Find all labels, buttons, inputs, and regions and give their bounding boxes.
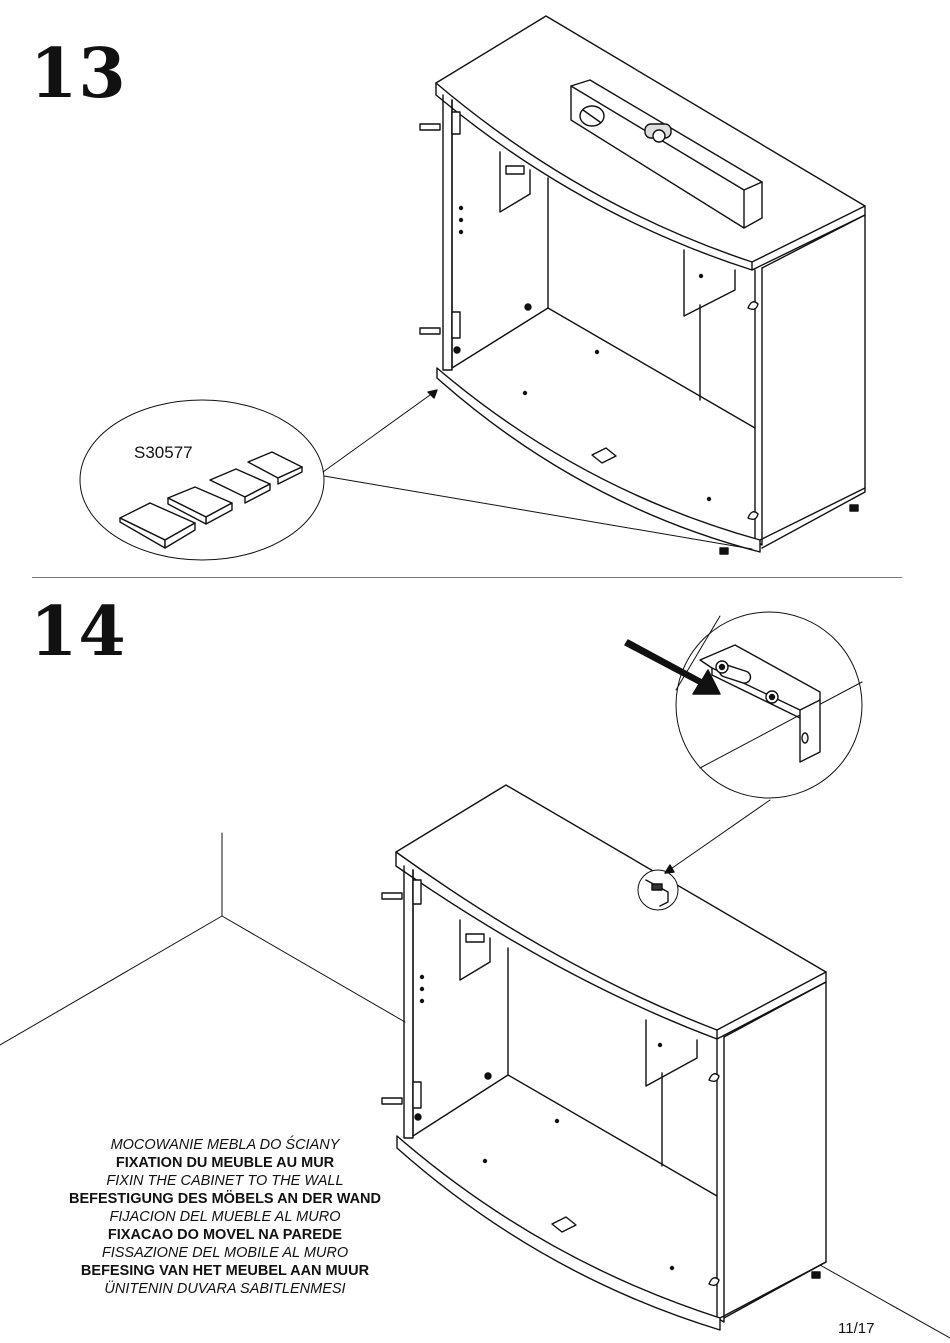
cabinet-step-13	[419, 15, 866, 555]
wall-corner	[0, 832, 950, 1339]
bracket-callout	[664, 611, 863, 874]
caption-line-es: FIJACION DEL MUEBLE AL MURO	[109, 1209, 341, 1225]
caption-line-it: FISSAZIONE DEL MOBILE AL MURO	[101, 1245, 349, 1261]
caption-line-de: BEFESTIGUNG DES MÖBELS AN DER WAND	[68, 1191, 382, 1207]
caption-line-fr: FIXATION DU MEUBLE AU MUR	[115, 1155, 335, 1171]
part-code-label: S30577	[134, 443, 193, 462]
caption-line-pt: FIXACAO DO MOVEL NA PAREDE	[107, 1227, 343, 1243]
step-14-number: 14	[30, 592, 127, 672]
cabinet-step-14	[381, 784, 827, 1331]
spirit-level-icon	[570, 79, 763, 229]
step-13-number: 13	[30, 34, 127, 114]
caption-block: MOCOWANIE MEBLA DO ŚCIANY FIXATION DU ME…	[20, 1136, 430, 1298]
wedge-callout	[79, 389, 753, 561]
page-number: 11/17	[838, 1320, 875, 1337]
wedge-shim-icon	[119, 451, 303, 549]
caption-line-tr: ÜNITENIN DUVARA SABITLENMESI	[104, 1281, 346, 1297]
section-divider	[32, 577, 902, 578]
wall-bracket-icon	[699, 644, 821, 763]
caption-line-pl: MOCOWANIE MEBLA DO ŚCIANY	[110, 1137, 340, 1153]
caption-line-nl: BEFESING VAN HET MEUBEL AAN MUUR	[80, 1263, 370, 1279]
arrow-icon	[624, 639, 721, 695]
caption-line-en: FIXIN THE CABINET TO THE WALL	[106, 1173, 344, 1189]
